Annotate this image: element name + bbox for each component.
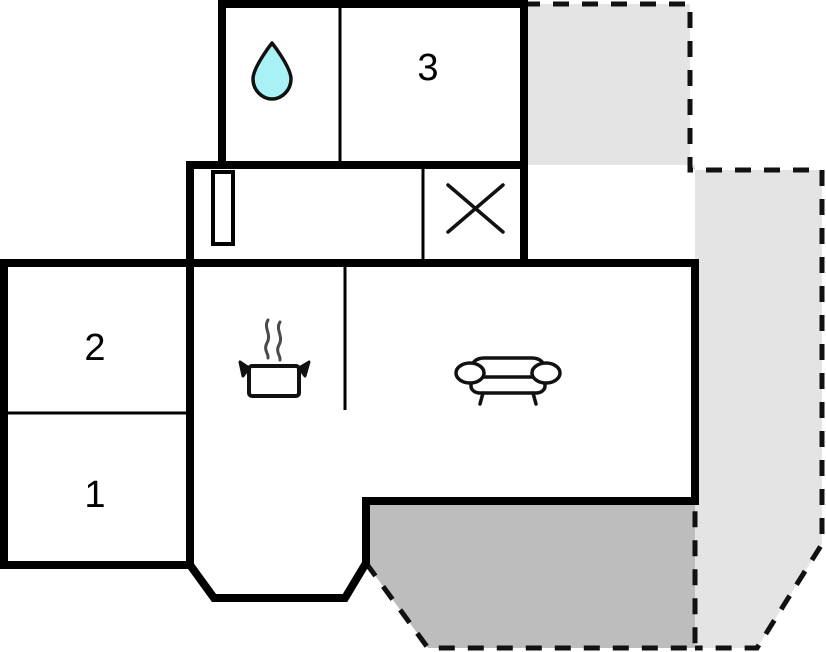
interior-walls (4, 4, 425, 415)
room-label-1: 1 (84, 474, 105, 516)
pot-steam-right (276, 320, 283, 362)
sofa-icon (454, 356, 562, 406)
terrace-light-area (524, 1, 825, 651)
water-drop-icon (251, 41, 293, 101)
cross-stroke-b (446, 183, 505, 234)
pot-steam-left (264, 318, 271, 360)
pot-handle-right (297, 360, 311, 378)
entrance-door-icon[interactable] (211, 170, 235, 246)
main-block-fill (190, 263, 695, 598)
pot-body (247, 364, 301, 398)
entrance-door-leaf[interactable] (211, 170, 235, 246)
sofa-leg-right (531, 391, 538, 406)
wall-main-outer (186, 259, 699, 602)
terrace-light-fill (524, 4, 822, 648)
water-drop-shape (251, 41, 293, 101)
sofa-leg-left (478, 391, 485, 406)
structural-walls (0, 0, 699, 602)
wall-upper-outer (218, 0, 528, 169)
pot-handle-left (238, 360, 251, 378)
room-label-2: 2 (84, 327, 105, 369)
sofa-arm-right (530, 361, 562, 385)
terrace-dark-dashed-border (363, 501, 698, 651)
terrace-light-dashed-border (524, 1, 825, 651)
hall-block-fill (190, 165, 524, 263)
terrace-dark-fill (366, 501, 695, 648)
room-label-3: 3 (417, 47, 438, 89)
interior-fills (4, 4, 695, 598)
cooking-pot-icon (238, 318, 311, 398)
terrace-dark-area (363, 501, 698, 651)
sofa-arm-left (454, 361, 486, 385)
cross-symbol-icon (446, 183, 505, 234)
sofa-seat (469, 375, 547, 395)
